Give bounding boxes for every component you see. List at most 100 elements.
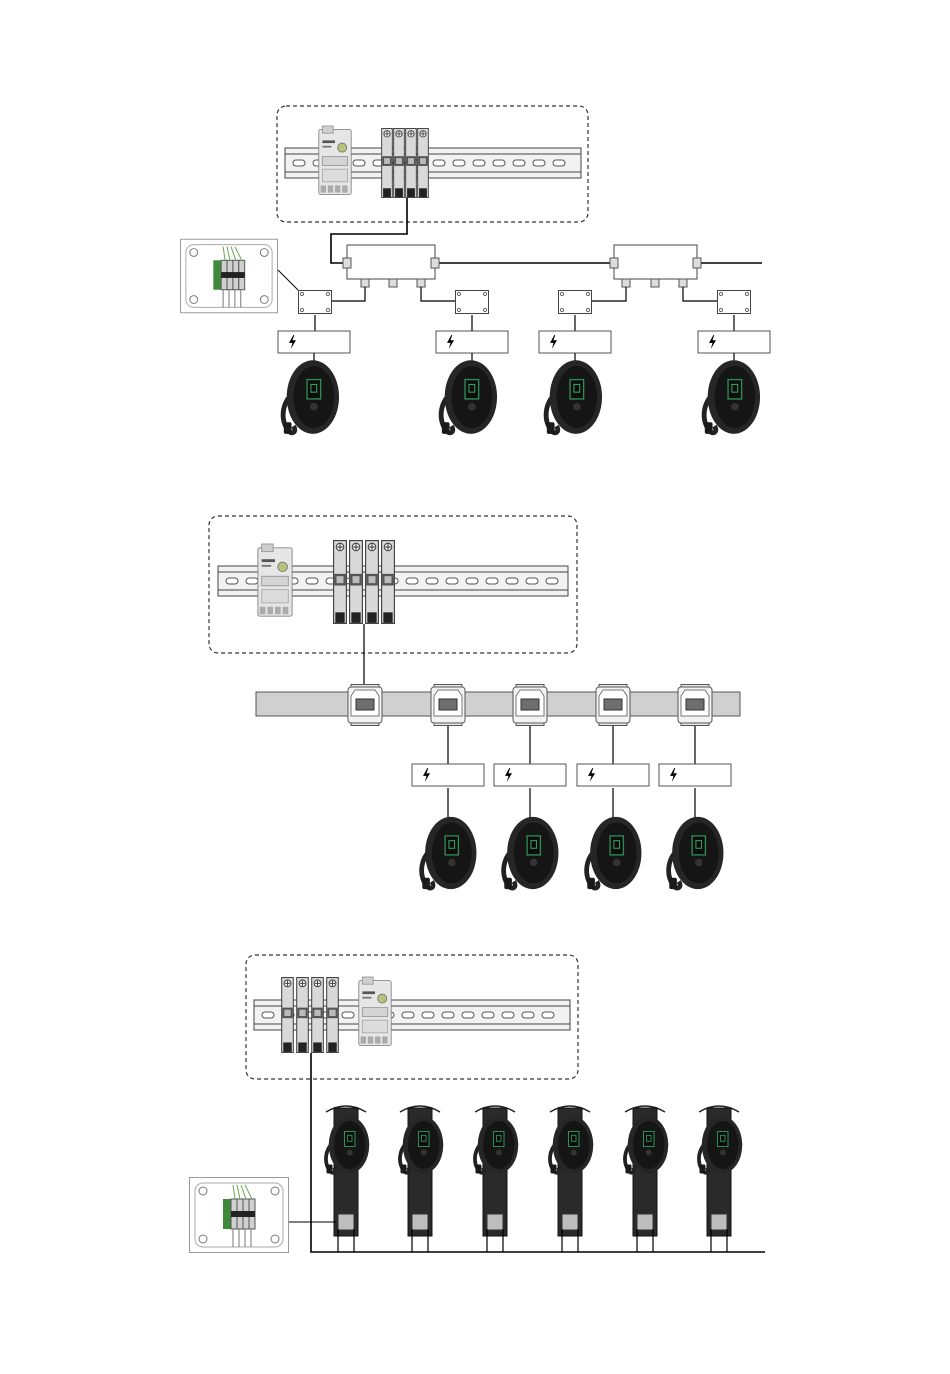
rail-slot [453,160,465,166]
ev-charger [504,817,559,889]
mcb-1-pole [394,128,405,197]
mcb-1-pole [406,128,417,197]
breaker-box [659,764,731,786]
mcb-3-pole [312,978,324,1053]
branch-cable [592,287,626,301]
pedestal-terminal [562,1214,578,1230]
ev-charger [587,817,642,889]
isolator-box [299,291,332,314]
mcb-1-pole [382,128,393,197]
rail-slot [542,1012,554,1018]
terminal-block-detail-1 [180,239,277,313]
cable-gland [431,258,439,268]
ev-charger [475,1117,518,1174]
rail-slot [442,1012,454,1018]
cable-gland [679,279,687,287]
rail-slot [353,160,365,166]
branch-cable [683,287,717,301]
rail-slot [402,1012,414,1018]
rail-slot [422,1012,434,1018]
rail-slot [502,1012,514,1018]
rail-slot [466,578,478,584]
rail-slot [506,578,518,584]
rail-slot [526,578,538,584]
rail-slot [342,1012,354,1018]
breaker-box [698,331,770,353]
branch-cable [421,287,455,301]
pedestal-terminal [711,1214,727,1230]
cable-gland [343,258,351,268]
ev-charger [625,1117,668,1174]
rail-slot [406,578,418,584]
ev-charger [699,1117,742,1174]
mcb-2-pole [350,541,363,624]
callout-line [278,270,298,290]
breaker-box [278,331,350,353]
cable-gland [693,258,701,268]
rail-slot [493,160,505,166]
cable-gland [651,279,659,287]
ev-charger [326,1117,369,1174]
rail-slot [522,1012,534,1018]
mcb-3-pole [282,978,294,1053]
energy-meter-1 [319,126,351,194]
ev-charger [550,1117,593,1174]
rail-slot [293,160,305,166]
breaker-box [436,331,508,353]
busbar-tap-off [348,685,382,726]
rail-slot [446,578,458,584]
isolator-box [718,291,751,314]
ev-charger [422,817,477,889]
rail-slot [546,578,558,584]
junction-box-2 [614,245,697,279]
rail-slot [473,160,485,166]
supply-cable-3 [311,1053,765,1252]
cable-gland [389,279,397,287]
terminal-block-detail-2 [190,1178,289,1253]
rail-slot [306,578,318,584]
rail-slot [533,160,545,166]
ev-charger [669,817,724,889]
energy-meter-3 [359,977,391,1045]
cable-gland [622,279,630,287]
mcb-2-pole [366,541,379,624]
mcb-2-pole [382,541,395,624]
mcb-3-pole [327,978,339,1053]
ev-charger [546,360,602,434]
busbar-trunk [256,692,740,716]
rail-slot [553,160,565,166]
pedestal-terminal [637,1214,653,1230]
rail-slot [426,578,438,584]
cable-gland [417,279,425,287]
breaker-box [494,764,566,786]
isolator-box [456,291,489,314]
ev-charger [441,360,497,434]
rail-slot [482,1012,494,1018]
rail-slot [226,578,238,584]
rail-slot [246,578,258,584]
busbar-tap-off [431,685,465,726]
rail-slot [486,578,498,584]
ev-charger [283,360,339,434]
busbar-tap-off [678,685,712,726]
mcb-1-pole [418,128,429,197]
busbar-tap-off [513,685,547,726]
isolator-box [559,291,592,314]
breaker-box [539,331,611,353]
ev-charger [704,360,760,434]
mcb-3-pole [297,978,309,1053]
rail-slot [262,1012,274,1018]
pedestal-terminal [412,1214,428,1230]
pedestal-terminal [487,1214,503,1230]
busbar-tap-off [596,685,630,726]
cable-gland [361,279,369,287]
breaker-box [577,764,649,786]
cable-gland [610,258,618,268]
junction-box-1 [347,245,435,279]
rail-slot [513,160,525,166]
rail-slot [462,1012,474,1018]
rail-slot [433,160,445,166]
breaker-box [412,764,484,786]
mcb-2-pole [334,541,347,624]
